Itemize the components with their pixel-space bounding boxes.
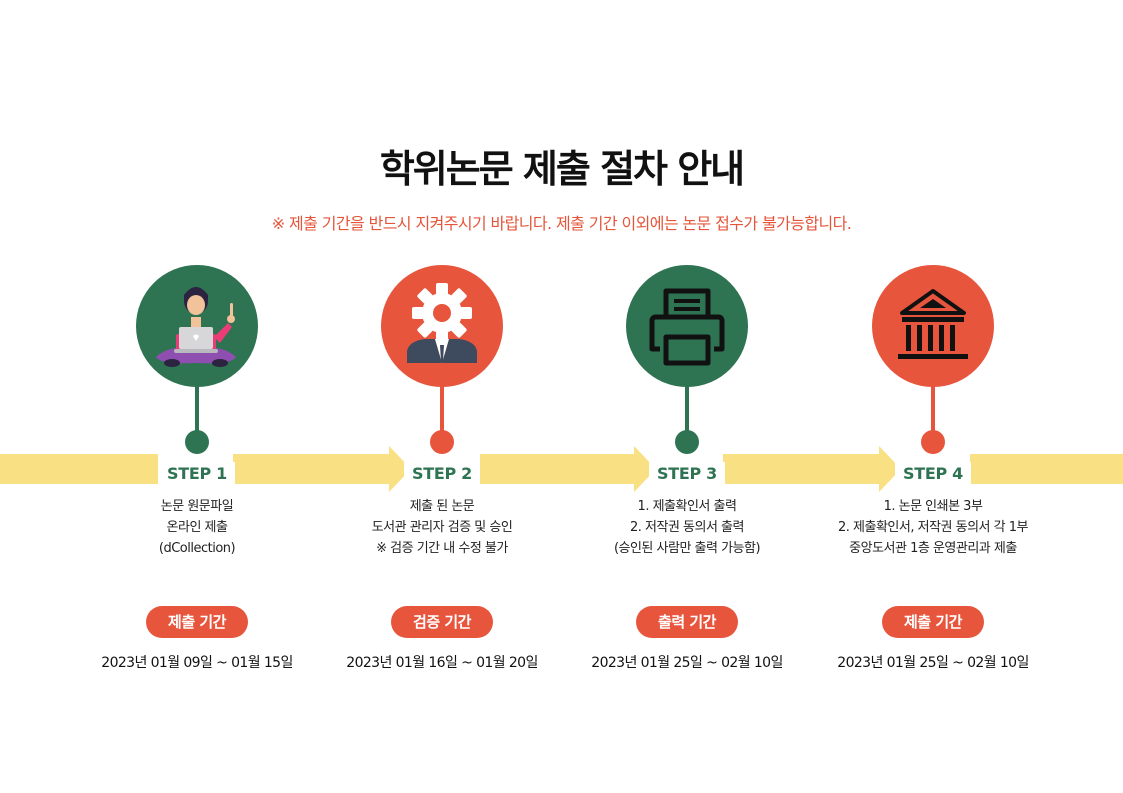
step-4-line-3: 중앙도서관 1층 운영관리과 제출 [849, 541, 1017, 556]
timeline-segment [233, 454, 389, 484]
step-1-line-3: (dCollection) [158, 541, 236, 556]
step-1-period: 2023년 01월 09일 ~ 01월 15일 [101, 655, 293, 671]
step-2-connector [440, 386, 444, 432]
step-2-period-badge: 검증 기간 [391, 606, 493, 638]
step-3-marker [675, 430, 699, 454]
step-3: STEP 3 1. 제출확인서 출력 2. 저작권 동의서 출력 (승인된 사람… [567, 0, 807, 793]
step-2-line-3: ※ 검증 기간 내 수정 불가 [376, 541, 508, 556]
step-1-label: STEP 1 [77, 462, 317, 485]
step-3-line-2: 2. 저작권 동의서 출력 [630, 520, 744, 535]
step-4-line-2: 2. 제출확인서, 저작권 동의서 각 1부 [838, 520, 1028, 535]
step-2-line-1: 제출 된 논문 [409, 499, 475, 514]
step-4-connector [931, 386, 935, 432]
step-4-period: 2023년 01월 25일 ~ 02월 10일 [837, 655, 1029, 671]
timeline-segment [970, 454, 1123, 484]
step-1-period-badge: 제출 기간 [146, 606, 248, 638]
gear-person-icon [407, 283, 477, 363]
step-4-line-1: 1. 논문 인쇄본 3부 [883, 499, 983, 514]
person-laptop-icon [156, 287, 236, 367]
step-2: STEP 2 제출 된 논문 도서관 관리자 검증 및 승인 ※ 검증 기간 내… [322, 0, 562, 793]
timeline-segment [0, 454, 158, 484]
step-2-label: STEP 2 [322, 462, 562, 485]
step-4: STEP 4 1. 논문 인쇄본 3부 2. 제출확인서, 저작권 동의서 각 … [813, 0, 1053, 793]
step-3-period: 2023년 01월 25일 ~ 02월 10일 [591, 655, 783, 671]
step-1-description: 논문 원문파일 온라인 제출 (dCollection) [77, 496, 317, 559]
step-1-icon-circle [136, 265, 258, 387]
step-4-marker [921, 430, 945, 454]
step-3-line-1: 1. 제출확인서 출력 [637, 499, 737, 514]
step-3-icon-circle [626, 265, 748, 387]
submission-notice: ※ 제출 기간을 반드시 지켜주시기 바랍니다. 제출 기간 이외에는 논문 접… [271, 214, 852, 233]
step-1-marker [185, 430, 209, 454]
step-1-line-1: 논문 원문파일 [160, 499, 234, 514]
step-3-line-3: (승인된 사람만 출력 가능함) [613, 541, 761, 556]
step-3-description: 1. 제출확인서 출력 2. 저작권 동의서 출력 (승인된 사람만 출력 가능… [567, 496, 807, 559]
step-1: STEP 1 논문 원문파일 온라인 제출 (dCollection) 제출 기… [77, 0, 317, 793]
step-2-description: 제출 된 논문 도서관 관리자 검증 및 승인 ※ 검증 기간 내 수정 불가 [322, 496, 562, 559]
step-2-icon-circle [381, 265, 503, 387]
printer-icon [649, 288, 725, 366]
step-2-line-2: 도서관 관리자 검증 및 승인 [371, 520, 513, 535]
library-building-icon [898, 289, 968, 359]
step-3-period-badge: 출력 기간 [636, 606, 738, 638]
timeline-segment [723, 454, 879, 484]
step-2-period: 2023년 01월 16일 ~ 01월 20일 [346, 655, 538, 671]
step-4-period-badge: 제출 기간 [882, 606, 984, 638]
step-1-line-2: 온라인 제출 [166, 520, 228, 535]
step-4-label: STEP 4 [813, 462, 1053, 485]
step-3-label: STEP 3 [567, 462, 807, 485]
timeline-segment [480, 454, 634, 484]
step-1-connector [195, 386, 199, 432]
step-2-marker [430, 430, 454, 454]
step-3-connector [685, 386, 689, 432]
step-4-icon-circle [872, 265, 994, 387]
step-4-description: 1. 논문 인쇄본 3부 2. 제출확인서, 저작권 동의서 각 1부 중앙도서… [813, 496, 1053, 559]
page-title: 학위논문 제출 절차 안내 [379, 147, 745, 191]
